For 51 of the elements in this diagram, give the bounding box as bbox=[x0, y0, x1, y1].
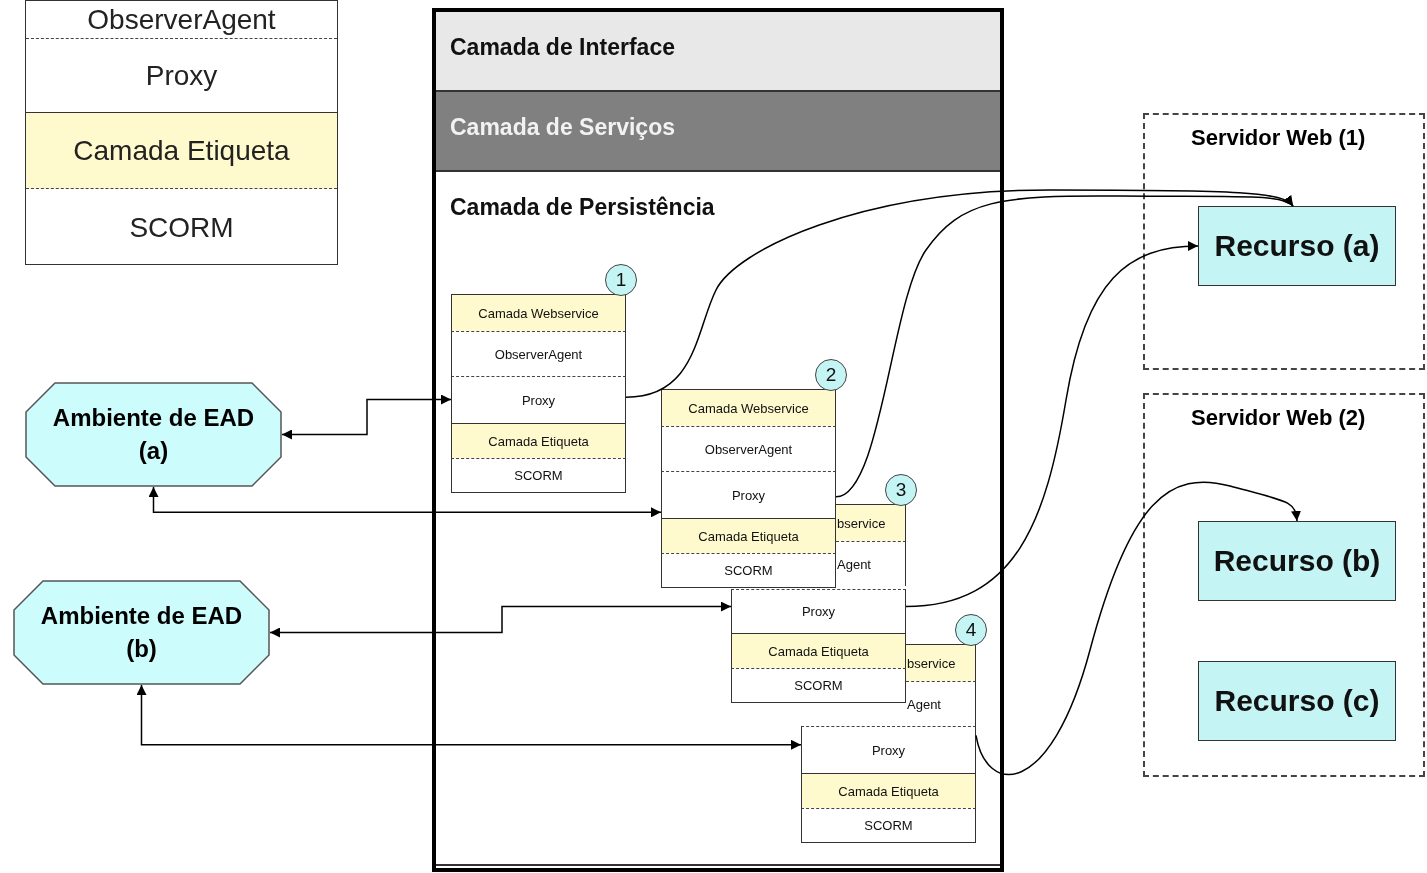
layer-band bbox=[436, 92, 1000, 172]
layer-row: Proxy bbox=[801, 726, 976, 773]
layer-band bbox=[436, 12, 1000, 92]
layer-row: Proxy bbox=[451, 376, 626, 423]
arrow bbox=[281, 394, 452, 440]
layer-row: SCORM bbox=[801, 808, 976, 843]
number-badge: 2 bbox=[815, 359, 847, 391]
layer-row: bservice bbox=[906, 644, 976, 681]
layer-row: Camada Webservice bbox=[661, 389, 836, 426]
layer-heading: Camada de Serviços bbox=[450, 114, 675, 141]
layer-row: ObserverAgent bbox=[661, 426, 836, 471]
layer-row: Camada Webservice bbox=[451, 294, 626, 331]
arrow bbox=[136, 684, 802, 750]
layer-row: Proxy bbox=[731, 589, 906, 633]
layer-heading: Camada de Interface bbox=[450, 34, 675, 61]
layer-row: SCORM bbox=[731, 668, 906, 703]
arrow bbox=[148, 486, 662, 518]
layer-row: Camada Etiqueta bbox=[451, 423, 626, 458]
layer-row: Agent bbox=[836, 541, 906, 586]
layer-heading: Camada de Persistência bbox=[450, 194, 715, 221]
key-row-text: SCORM bbox=[128, 210, 235, 245]
node-label: Ambiente de EAD (a) bbox=[51, 403, 256, 466]
arrow bbox=[269, 601, 732, 638]
layer-row: Agent bbox=[906, 681, 976, 726]
resource-box: Recurso (a) bbox=[1198, 206, 1396, 286]
group-heading: Servidor Web (2) bbox=[1191, 405, 1366, 431]
number-badge: 4 bbox=[955, 614, 987, 646]
key-box bbox=[25, 0, 338, 265]
resource-box: Recurso (c) bbox=[1198, 661, 1396, 741]
layer-row: Camada Etiqueta bbox=[731, 633, 906, 668]
layer-row: Proxy bbox=[661, 471, 836, 518]
layer-row: SCORM bbox=[661, 553, 836, 588]
container-frame bbox=[432, 8, 1004, 872]
octagon-node bbox=[25, 382, 282, 487]
resource-box: Recurso (b) bbox=[1198, 521, 1396, 601]
server-group bbox=[1143, 393, 1425, 777]
layer-row: bservice bbox=[836, 504, 906, 541]
key-row: ObserverAgent bbox=[26, 1, 337, 39]
arrow bbox=[905, 241, 1199, 608]
group-heading: Servidor Web (1) bbox=[1191, 125, 1366, 151]
key-row: Camada Etiqueta bbox=[26, 113, 337, 189]
arrow bbox=[625, 189, 1294, 398]
layer-row: Camada Etiqueta bbox=[801, 773, 976, 808]
layer-row: Camada Etiqueta bbox=[661, 518, 836, 553]
number-badge: 3 bbox=[885, 474, 917, 506]
layer-row: ObserverAgent bbox=[451, 331, 626, 376]
layer-row: SCORM bbox=[451, 458, 626, 493]
octagon-node bbox=[13, 580, 270, 685]
number-badge: 1 bbox=[605, 264, 637, 296]
node-label: Ambiente de EAD (b) bbox=[39, 601, 244, 664]
server-group bbox=[1143, 113, 1425, 370]
